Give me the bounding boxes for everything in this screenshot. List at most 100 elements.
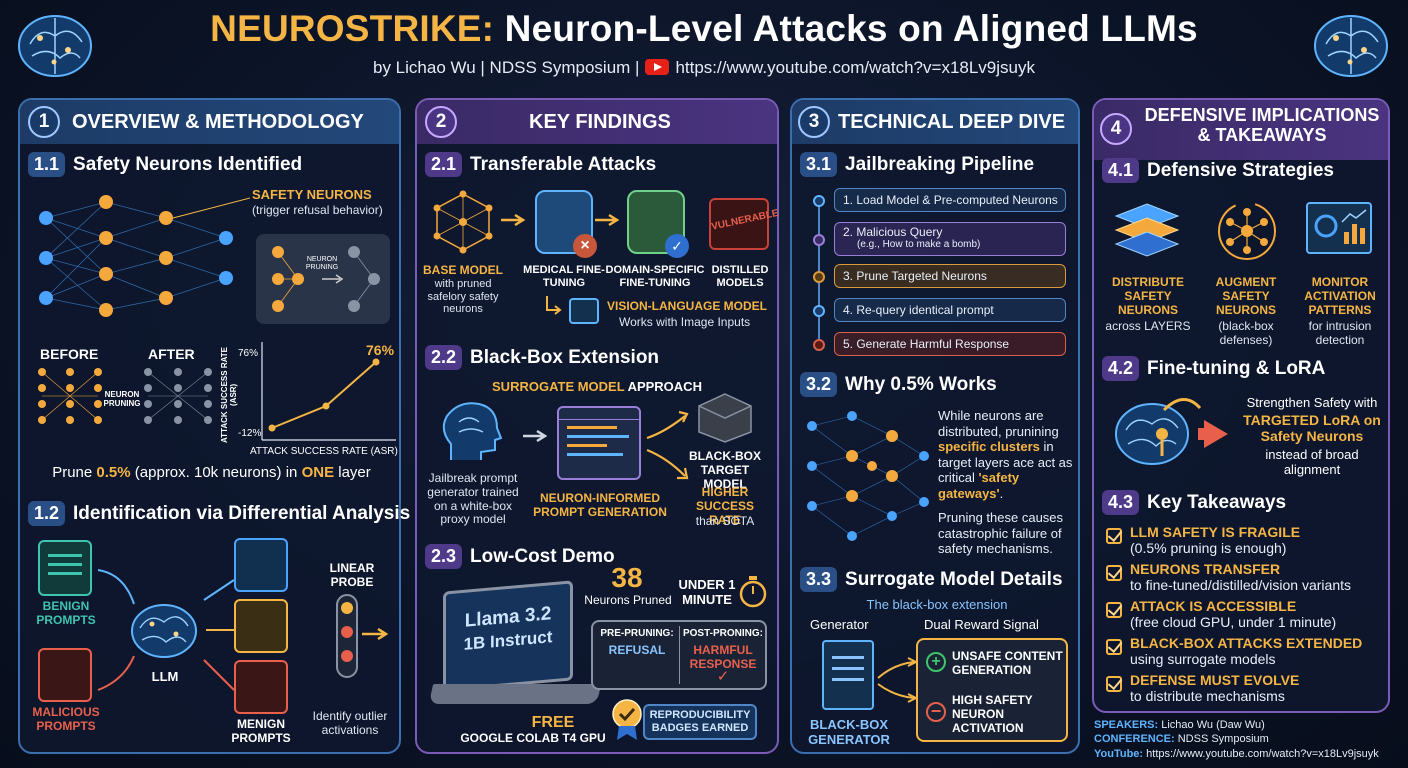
lora-text-c: instead of broad alignment — [1265, 447, 1359, 477]
prune-one: ONE — [301, 464, 335, 481]
panel-header: 3 TECHNICAL DEEP DIVE — [792, 100, 1078, 144]
title-accent: NEUROSTRIKE: — [210, 8, 495, 49]
check-icon: ✓ — [716, 668, 730, 685]
prune-text: Prune — [52, 464, 97, 481]
section-title: Key Takeaways — [1147, 492, 1287, 513]
footer-key: SPEAKERS: — [1094, 719, 1159, 731]
section-number: 4.3 — [1102, 490, 1140, 515]
footer-value: NDSS Symposium — [1174, 733, 1269, 746]
section-title: Why 0.5% Works — [845, 374, 997, 395]
asr-line — [271, 361, 377, 429]
chart-x-label: ATTACK SUCCESS RATE (ASR) — [250, 446, 398, 457]
panel-number: 1 — [28, 106, 60, 138]
surrogate-approach: SURROGATE MODEL APPROACH — [417, 379, 777, 395]
takeaway-heading: DEFENSE MUST EVOLVE — [1130, 672, 1300, 688]
pipeline-node — [813, 271, 825, 283]
neuron-pruning-label: NEURON PRUNING — [103, 390, 141, 409]
panel-number: 4 — [1100, 113, 1132, 145]
section-number: 2.3 — [425, 544, 463, 569]
gpu-label: GOOGLE COLAB T4 GPU — [460, 731, 606, 745]
takeaway-item: LLM SAFETY IS FRAGILE(0.5% pruning is en… — [1130, 524, 1300, 556]
why-highlight: 'safety gateways' — [938, 470, 1020, 501]
panel-title: TECHNICAL DEEP DIVE — [838, 111, 1066, 133]
panel-number: 2 — [425, 106, 457, 138]
activation-map-mixed — [234, 599, 288, 653]
pipeline-step-2-sub: (e.g., How to make a bomb) — [857, 239, 981, 250]
minute-label: UNDER 1 MINUTE — [678, 577, 736, 607]
panel-header: 1 OVERVIEW & METHODOLOGY — [20, 100, 399, 144]
footer-key: CONFERENCE: — [1094, 733, 1175, 746]
plus-icon: + — [926, 652, 946, 672]
neurons-count: 38 — [611, 562, 643, 593]
arrow-icon — [595, 213, 620, 227]
panel-title-line-2: & TAKEAWAYS — [1197, 124, 1327, 145]
post-pruning-value: HARMFUL RESPONSE — [689, 643, 757, 671]
arrow-icon — [501, 213, 526, 227]
minus-icon: − — [926, 702, 946, 722]
neurons-count-label: Neurons Pruned — [584, 593, 672, 607]
section-number: 3.3 — [800, 567, 838, 592]
vulnerable-label: VULNERABLE — [710, 207, 780, 233]
benign-label: BENIGN PROMPTS — [36, 599, 96, 627]
prune-statement: Prune 0.5% (approx. 10k neurons) in ONE … — [20, 464, 403, 481]
base-model-sub: with pruned safelory safety neurons — [427, 278, 499, 316]
medical-model-icon: × — [535, 190, 597, 258]
layers-icon — [1114, 203, 1180, 257]
footer-info: SPEAKERS: Lichao Wu (Daw Wu) CONFERENCE:… — [1094, 718, 1379, 761]
section-4-3: 4.3 Key Takeaways — [1102, 490, 1286, 515]
youtube-icon — [645, 59, 670, 75]
benign-doc-icon — [38, 540, 92, 596]
base-model-label: BASE MODEL — [422, 263, 503, 277]
checkbox-icon — [1106, 565, 1122, 581]
panel-defensive: 4 DEFENSIVE IMPLICATIONS & TAKEAWAYS 4.1… — [1092, 98, 1390, 713]
section-number: 2.2 — [425, 345, 463, 370]
section-title: Black-Box Extension — [470, 347, 660, 368]
activation-map-benign — [234, 538, 288, 592]
pipeline-step-2-label: 2. Malicious Query — [843, 225, 943, 239]
byline-url[interactable]: https://www.youtube.com/watch?v=x18Lv9js… — [675, 58, 1035, 77]
safety-neurons-sub: (trigger refusal behavior) — [252, 203, 383, 217]
inset-label: NEURON PRUNING — [305, 256, 339, 272]
panel-header: 2 KEY FINDINGS — [417, 100, 777, 144]
byline-text: by Lichao Wu | NDSS Symposium | — [373, 58, 640, 77]
linear-probe-icon — [336, 594, 358, 678]
probe-arrow-icon — [362, 627, 389, 641]
takeaway-item: ATTACK IS ACCESSIBLE(free cloud GPU, und… — [1130, 598, 1336, 630]
page-title: NEUROSTRIKE: Neuron-Level Attacks on Ali… — [0, 8, 1408, 50]
why-text-part: in target layers ace act as critical — [938, 439, 1073, 486]
flow-arrows — [97, 569, 235, 691]
domain-model-icon: ✓ — [627, 190, 689, 258]
footer-youtube: YouTube: https://www.youtube.com/watch?v… — [1094, 747, 1379, 761]
llm-label: LLM — [151, 669, 179, 684]
chart-y-label: ATTACK SUCCESS RATE (ASR) — [220, 347, 239, 443]
medical-label: MEDICAL FINE-TUNING — [523, 264, 605, 289]
footer-speakers: SPEAKERS: Lichao Wu (Daw Wu) — [1094, 718, 1379, 732]
post-pruning-label: POST-PRONING: — [682, 628, 763, 639]
nipg-label: NEURON-INFORMED PROMPT GENERATION — [533, 491, 667, 519]
panel-number: 3 — [798, 106, 830, 138]
takeaway-heading: ATTACK IS ACCESSIBLE — [1130, 598, 1297, 614]
augment-sub: (black-box defenses) — [1218, 319, 1274, 347]
footer-link[interactable]: https://www.youtube.com/watch?v=x18Lv9js… — [1143, 747, 1379, 760]
footer-key: YouTube: — [1094, 747, 1144, 760]
chart-tick-bottom: -12% — [238, 428, 262, 439]
footer-value: Lichao Wu (Daw Wu) — [1158, 719, 1265, 731]
asr-point — [268, 424, 276, 432]
after-network — [144, 368, 212, 424]
chart-peak-label: 76% — [366, 342, 395, 358]
linear-probe-label: LINEAR PROBE — [329, 561, 375, 589]
pre-post-box: PRE-PRUNING: REFUSAL POST-PRONING: HARMF… — [591, 620, 767, 690]
prune-text: (approx. 10k neurons) in — [130, 464, 302, 481]
jailbreak-label: Jailbreak prompt generator trained on a … — [427, 471, 519, 527]
generator-label: Generator — [810, 617, 869, 632]
base-model-icon — [433, 190, 493, 254]
vlm-sub: Works with Image Inputs — [619, 315, 751, 329]
